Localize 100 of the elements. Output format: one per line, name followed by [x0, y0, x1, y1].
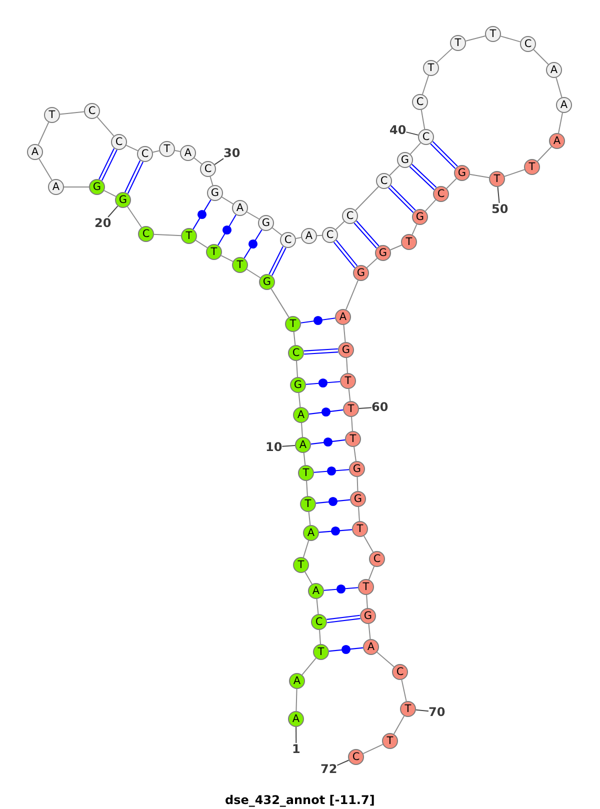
backbone-line	[420, 109, 426, 130]
nucleotide-circle: T	[450, 35, 466, 51]
backbone-line	[537, 146, 552, 162]
nucleotide-circle: T	[524, 159, 540, 175]
nucleotide-circle: A	[301, 228, 317, 244]
backbone-line	[390, 244, 402, 250]
nucleotide-circle: C	[138, 226, 154, 242]
nucleotide-circle: C	[412, 94, 428, 110]
nucleotide-circle: T	[313, 644, 329, 660]
nucleotide-circle: G	[360, 608, 376, 624]
leader-line	[406, 132, 419, 136]
nucleotide-circle: A	[288, 711, 304, 727]
nucleotide-circle: G	[397, 152, 413, 168]
backbone-line	[363, 535, 374, 553]
nucleotide-circle: C	[200, 161, 216, 177]
backbone-line	[358, 506, 360, 522]
backbone-line	[348, 388, 351, 402]
leader-line	[282, 445, 296, 447]
backbone-line	[424, 199, 436, 212]
backbone-line	[194, 158, 202, 164]
nucleotide-circle: A	[48, 179, 64, 195]
position-number: 30	[224, 147, 240, 159]
backbone-line	[500, 36, 521, 42]
backbone-line	[246, 212, 260, 220]
backbone-line	[346, 357, 348, 374]
base-pair-line	[268, 246, 286, 276]
nucleotide-circle: A	[295, 437, 311, 453]
backbone-line	[96, 116, 114, 136]
nucleotide-circle: A	[556, 97, 572, 113]
nucleotide-circle: G	[89, 179, 105, 195]
backbone-line	[533, 49, 549, 65]
nucleotide-circle: G	[412, 209, 428, 225]
backbone-line	[558, 112, 563, 134]
diagram-title: dse_432_annot [-11.7]	[225, 793, 375, 807]
backbone-line	[356, 476, 358, 492]
nucleotide-circle: T	[298, 465, 314, 481]
backbone-line	[220, 255, 234, 262]
nucleotide-circle: G	[115, 192, 131, 208]
nucleotide-circle: A	[232, 200, 248, 216]
nucleotide-circle: T	[343, 401, 359, 417]
nucleotide-circle: G	[349, 461, 365, 477]
backbone-line	[296, 688, 298, 712]
nucleotide-circle: C	[311, 614, 327, 630]
leader-line	[497, 186, 500, 204]
nucleotide-circle: G	[338, 342, 354, 358]
backbone-line	[410, 142, 422, 155]
base-pair-line	[244, 229, 262, 259]
nucleotide-circle: A	[546, 62, 562, 78]
nucleotide-circle: T	[159, 141, 175, 157]
base-pair-line	[388, 184, 416, 214]
nucleotide-circle: T	[340, 373, 356, 389]
backbone-line	[346, 280, 358, 310]
base-pair-line	[98, 148, 118, 182]
position-number: 10	[266, 441, 282, 453]
backbone-line	[368, 623, 371, 640]
nucleotide-circle: T	[382, 733, 398, 749]
nucleotide-circle: G	[207, 185, 223, 201]
nucleotide-circle: G	[454, 165, 470, 181]
nucleotide-circle: T	[206, 244, 222, 260]
nucleotide-circle: C	[433, 186, 449, 202]
backbone-line	[316, 234, 322, 236]
base-pair-line	[192, 199, 212, 230]
backbone-line	[412, 224, 418, 236]
nucleotide-circle: A	[289, 673, 305, 689]
nucleotide-circle: T	[358, 579, 374, 595]
nucleotide-circle: A	[308, 583, 324, 599]
nucleotide-circle: A	[335, 309, 351, 325]
nucleotide-circle: T	[181, 228, 197, 244]
base-pair-line	[430, 140, 458, 170]
nucleotide-circle: C	[392, 664, 408, 680]
base-pair-line	[323, 584, 359, 594]
backbone-line	[221, 196, 234, 204]
backbone-line	[195, 240, 208, 248]
base-pair-line	[310, 437, 346, 447]
base-pair-line	[318, 526, 353, 536]
nucleotide-circle: C	[520, 36, 536, 52]
backbone-line	[465, 36, 486, 42]
backbone-line	[389, 165, 400, 176]
backbone-line	[246, 268, 261, 278]
nucleotide-circle: A	[180, 145, 196, 161]
position-number: 72	[320, 763, 338, 775]
leader-line	[296, 726, 297, 744]
backbone-line	[301, 422, 303, 438]
nucleotide-circle: T	[485, 26, 501, 42]
backbone-line	[351, 416, 353, 432]
backbone-line	[504, 169, 525, 177]
backbone-line	[556, 77, 562, 98]
nucleotide-circle: C	[137, 146, 153, 162]
leader-line	[214, 158, 224, 166]
backbone-line	[295, 237, 302, 239]
backbone-line	[296, 360, 298, 378]
leader-line	[108, 206, 118, 218]
backbone-line	[308, 511, 311, 526]
nucleotide-circle: T	[300, 496, 316, 512]
backbone-line	[272, 227, 282, 236]
nucleotide-circle: T	[400, 701, 416, 717]
leader-line	[336, 760, 350, 766]
backbone-line	[355, 186, 379, 211]
nucleotide-circle: T	[352, 521, 368, 537]
base-pair-line	[305, 378, 341, 388]
